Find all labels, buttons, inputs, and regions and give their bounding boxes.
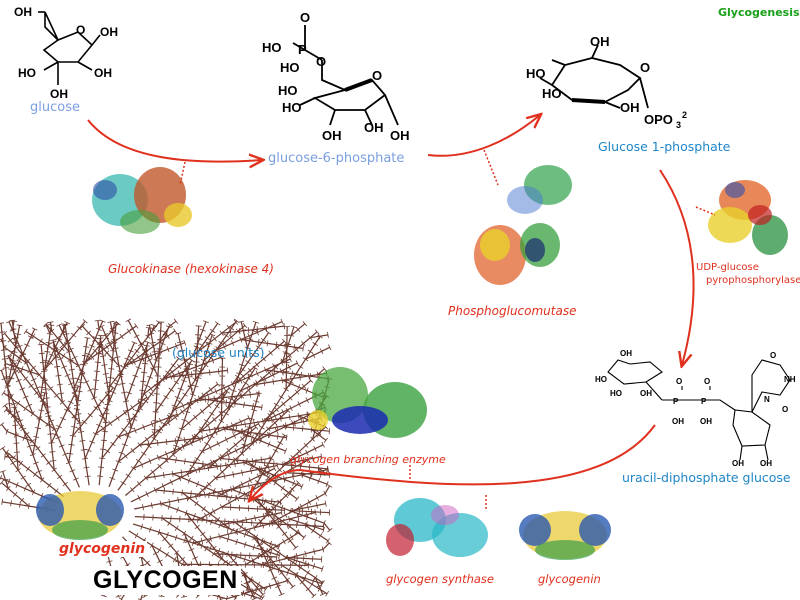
atom-label: OH	[620, 349, 632, 358]
arrow-g6p-to-g1p	[427, 115, 540, 157]
glucokinase-protein-image	[92, 167, 192, 234]
glycogenin-core-label: glycogenin	[57, 541, 148, 557]
diagram-title: Glycogenesis	[718, 6, 800, 19]
atom-label: HO	[526, 66, 546, 81]
atom-label: OH	[322, 128, 342, 143]
arrow-glucose-to-g6p	[87, 119, 262, 162]
glucose-1-phosphate-label: Glucose 1-phosphate	[598, 139, 731, 154]
glycogen-synthase-label: glycogen synthase	[386, 572, 494, 586]
udpg-atom-labels: OH HO HO OH P P O O OH OH O NH N O OH OH	[595, 349, 796, 468]
glycogen-polymer-illustration	[0, 318, 333, 600]
atom-label: OH	[732, 459, 744, 468]
atom-label: O	[704, 377, 710, 386]
udp-glucose-structure	[607, 359, 791, 461]
atom-label: O	[676, 377, 682, 386]
atom-label: P	[298, 42, 307, 57]
atom-label: O	[300, 10, 310, 25]
glycogen-label: GLYCOGEN	[90, 566, 241, 595]
atom-label: HO	[18, 66, 36, 80]
atom-label: OH	[760, 459, 772, 468]
branching-enzyme-protein-image	[308, 367, 427, 438]
enzyme-connectors	[179, 149, 716, 510]
atom-label: HO	[280, 60, 300, 75]
atom-label: N	[764, 395, 770, 404]
atom-label: P	[673, 397, 679, 406]
atom-label: OH	[640, 389, 652, 398]
atom-label: OH	[94, 66, 112, 80]
glucokinase-label: Glucokinase (hexokinase 4)	[108, 262, 274, 276]
atom-label: P	[701, 397, 707, 406]
branching-enzyme-label: glycogen branching enzyme	[290, 453, 446, 466]
udp-glucose-label: uracil-diphosphate glucose	[622, 470, 791, 485]
atom-label: OH	[100, 25, 118, 39]
phosphoglucomutase-protein-image	[474, 165, 572, 285]
udp-glucose-pyrophosphorylase-protein-image	[708, 180, 788, 255]
phosphoglucomutase-label: Phosphoglucomutase	[448, 304, 577, 318]
glycogenin-core-protein-image	[36, 491, 124, 540]
glucose-structure	[38, 11, 101, 85]
atom-label: O	[316, 54, 326, 69]
glucose-1-phosphate-structure	[539, 44, 649, 109]
glucose-units-label: (glucose units)	[172, 345, 265, 360]
atom-label: O	[640, 60, 650, 75]
g1p-atom-labels: OH HO O HO OH OPO 3 2	[526, 34, 687, 130]
glucose-6-phosphate-label: glucose-6-phosphate	[268, 151, 405, 166]
reaction-arrows	[87, 115, 695, 500]
glycogenin-protein-image	[519, 511, 611, 560]
atom-label: O	[770, 351, 776, 360]
atom-label: 3	[676, 120, 681, 130]
atom-label: O	[76, 23, 85, 37]
atom-label: HO	[610, 389, 622, 398]
atom-label: NH	[784, 375, 796, 384]
arrow-udpg-to-glycogen	[250, 424, 656, 500]
atom-label: OH	[620, 100, 640, 115]
udp-glucose-pyrophosphorylase-label-2: pyrophosphorylase	[706, 275, 800, 286]
glucose-atom-labels: OH OH HO OH OH O	[14, 5, 118, 101]
glucose-label: glucose	[30, 100, 80, 115]
atom-label: OH	[14, 5, 32, 19]
atom-label: HO	[262, 40, 282, 55]
atom-label: OH	[590, 34, 610, 49]
atom-label: 2	[682, 110, 687, 120]
atom-label: OH	[390, 128, 410, 143]
udp-glucose-pyrophosphorylase-label-1: UDP-glucose	[696, 262, 759, 273]
atom-label: OPO	[644, 112, 673, 127]
glucose-6-phosphate-structure	[292, 25, 399, 126]
atom-label: OH	[672, 417, 684, 426]
atom-label: OH	[364, 120, 384, 135]
atom-label: O	[782, 405, 788, 414]
g6p-atom-labels: O HO P HO O O HO HO OH OH OH	[262, 10, 410, 143]
atom-label: HO	[278, 83, 298, 98]
atom-label: OH	[700, 417, 712, 426]
atom-label: O	[372, 68, 382, 83]
atom-label: HO	[542, 86, 562, 101]
glycogen-synthase-protein-image	[386, 498, 488, 557]
atom-label: HO	[595, 375, 607, 384]
atom-label: HO	[282, 100, 302, 115]
glycogenin-label: glycogenin	[538, 572, 601, 586]
arrow-g1p-to-udpg	[659, 169, 695, 365]
atom-label: OH	[50, 87, 68, 101]
